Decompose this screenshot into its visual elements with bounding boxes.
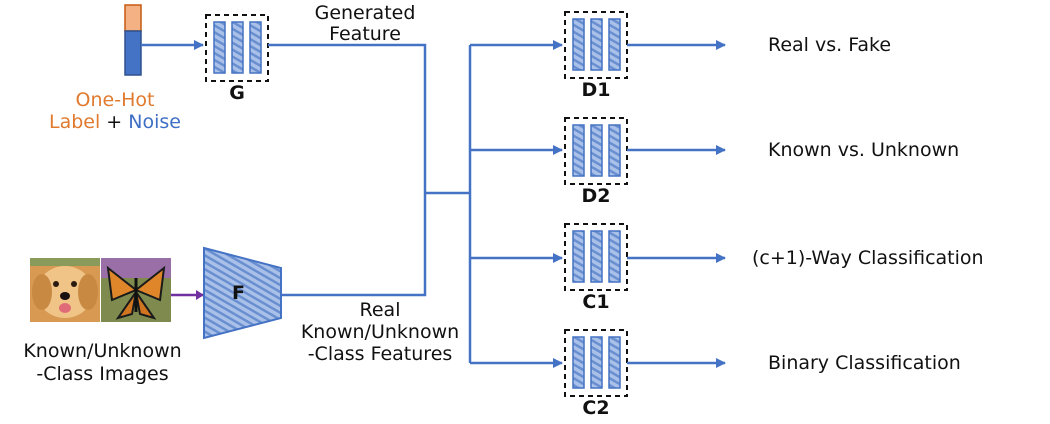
plus-text: + bbox=[100, 110, 129, 133]
onehot-text: One-Hot bbox=[75, 89, 155, 111]
output-label-d1: Real vs. Fake bbox=[768, 34, 892, 56]
real-features-line3: -Class Features bbox=[307, 342, 453, 365]
head-block-c1 bbox=[564, 223, 628, 291]
output-label-c1: (c+1)-Way Classification bbox=[752, 247, 984, 269]
extractor-block bbox=[203, 246, 282, 340]
label-text: Label bbox=[49, 110, 101, 133]
noise-vector bbox=[124, 4, 142, 76]
generator-block bbox=[205, 14, 269, 82]
generated-feature-line bbox=[268, 43, 427, 193]
noise-caption: One-Hot Label + Noise bbox=[30, 89, 200, 134]
puppy-photo bbox=[30, 258, 100, 322]
extractor-label: F bbox=[232, 282, 245, 304]
onehot-segment bbox=[124, 4, 142, 32]
head-block-c2 bbox=[564, 329, 628, 397]
noise-segment bbox=[124, 30, 142, 76]
generated-feature-label: Generated Feature bbox=[290, 3, 440, 45]
head-label-c1: C1 bbox=[582, 291, 610, 313]
head-block-d2 bbox=[564, 117, 628, 185]
head-label-c2: C2 bbox=[582, 397, 610, 419]
generator-label: G bbox=[229, 82, 245, 104]
output-label-c2: Binary Classification bbox=[768, 352, 961, 374]
real-features-label: Real Known/Unknown -Class Features bbox=[290, 299, 470, 366]
head-block-d1 bbox=[564, 11, 628, 79]
head-label-d2: D2 bbox=[581, 185, 611, 207]
real-features-line1: Real bbox=[359, 299, 401, 321]
generated-feature-line2: Feature bbox=[329, 22, 401, 45]
noise-text: Noise bbox=[128, 110, 181, 133]
real-features-line2: Known/Unknown bbox=[300, 320, 460, 343]
output-label-d2: Known vs. Unknown bbox=[768, 139, 960, 161]
butterfly-photo bbox=[101, 258, 171, 322]
head-label-d1: D1 bbox=[581, 79, 611, 101]
generated-feature-line1: Generated bbox=[314, 2, 416, 24]
images-caption-line2: -Class Images bbox=[36, 362, 169, 385]
real-feature-line bbox=[281, 193, 427, 297]
images-caption: Known/Unknown -Class Images bbox=[0, 340, 205, 386]
images-caption-line1: Known/Unknown bbox=[23, 340, 182, 362]
